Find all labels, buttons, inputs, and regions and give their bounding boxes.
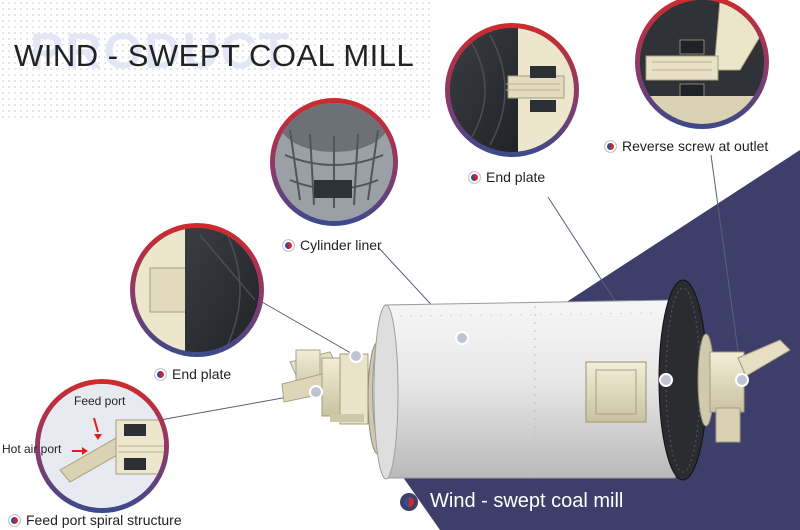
- callout-reverse-screw-text: Reverse screw at outlet: [622, 138, 769, 154]
- coal-mill-illustration: [281, 279, 791, 481]
- callout-reverse-screw: Reverse screw at outlet: [604, 138, 768, 154]
- hot-air-arrow-icon: [82, 447, 88, 455]
- callout-end-plate-left: End plate: [154, 366, 231, 382]
- callout-cylinder-liner: Cylinder liner: [282, 237, 382, 253]
- page-title: WIND - SWEPT COAL MILL: [14, 38, 415, 73]
- callout-end-plate-left-text: End plate: [172, 366, 232, 382]
- reverse-screw-detail: [635, 0, 769, 129]
- bullet-icon: [154, 367, 167, 381]
- callout-end-plate-top-text: End plate: [486, 169, 546, 185]
- callout-feed-port-spiral: Feed port spiral structure: [8, 512, 182, 528]
- end-plate-left-detail: [130, 223, 264, 357]
- bullet-icon: [282, 238, 295, 252]
- end-plate-top-detail: [445, 23, 579, 157]
- cylinder-liner-detail: [270, 98, 398, 226]
- hot-air-port-label: Hot air port: [2, 442, 62, 456]
- ghost-title: PRODUCT: [30, 23, 292, 79]
- dot-pattern: [0, 0, 430, 120]
- bullet-icon: [468, 170, 481, 184]
- feed-port-spiral-detail: [35, 379, 169, 513]
- machine-label-text: Wind - swept coal mill: [430, 490, 624, 512]
- feed-arrow-icon: [94, 434, 102, 440]
- machine-label: Wind - swept coal mill: [400, 490, 623, 513]
- bullet-icon: [400, 492, 418, 511]
- callout-cylinder-liner-text: Cylinder liner: [300, 237, 382, 253]
- callout-end-plate-top: End plate: [468, 169, 545, 185]
- feed-port-label: Feed port: [74, 394, 126, 408]
- bullet-icon: [8, 513, 21, 527]
- callout-feed-port-spiral-text: Feed port spiral structure: [26, 512, 182, 528]
- bullet-icon: [604, 139, 617, 153]
